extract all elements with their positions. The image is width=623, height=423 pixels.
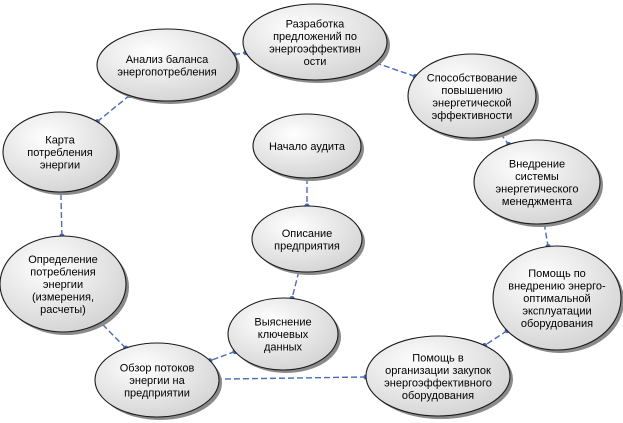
- edge-line: [543, 223, 549, 247]
- node-ellipse: [407, 53, 537, 139]
- node-label-line: менеджмента: [502, 196, 573, 208]
- node-label-line: Определение: [28, 254, 98, 266]
- edge-line: [100, 322, 127, 349]
- node-label-line: энергетического: [496, 183, 579, 195]
- node-label-line: системы: [515, 171, 559, 183]
- node-label-line: организации закупок: [385, 365, 491, 377]
- node-management: Внедрениесистемыэнергетическогоменеджмен…: [473, 139, 603, 227]
- node-ellipse: [94, 342, 220, 418]
- edge-line: [218, 376, 367, 380]
- node-ellipse: [365, 335, 511, 417]
- node-label-line: энергоэффективн: [269, 43, 361, 55]
- node-ellipse: [227, 297, 339, 371]
- node-label-line: ости: [304, 56, 327, 68]
- node-ellipse: [473, 139, 601, 225]
- node-label-line: энергии на: [129, 375, 185, 387]
- node-label-line: Карта: [45, 135, 75, 147]
- edge-line: [96, 94, 131, 123]
- node-label-line: Начало аудита: [269, 141, 346, 153]
- edge-help-operation-to-help-purchase: [482, 328, 510, 349]
- node-ellipse: [242, 3, 388, 81]
- node-label-line: оборудования: [521, 318, 593, 330]
- edge-help-purchase-to-flows: [216, 374, 369, 382]
- node-label-line: Анализ баланса: [126, 54, 209, 66]
- node-label-line: Описание: [282, 228, 333, 240]
- node-label-line: энергопотребления: [117, 66, 216, 78]
- node-ellipse: [251, 205, 363, 273]
- node-label-line: энергии: [40, 160, 80, 172]
- node-label-line: эффективности: [432, 110, 513, 122]
- node-label-line: повышению: [441, 85, 502, 97]
- node-label-line: Помощь по: [528, 268, 586, 280]
- edge-line: [60, 191, 63, 237]
- edge-line: [484, 330, 508, 347]
- node-label-line: предложений по: [273, 31, 357, 43]
- node-label-line: предприятии: [124, 388, 190, 400]
- node-label-line: энергоэффективного: [384, 377, 492, 389]
- node-start: Начало аудита: [252, 113, 364, 181]
- node-label-line: внедрению энерго-: [508, 281, 606, 293]
- node-label-line: Обзор потоков: [120, 363, 195, 375]
- node-label-line: ключевых: [258, 329, 309, 341]
- node-ellipse: [492, 245, 622, 351]
- node-label-line: оборудования: [402, 390, 474, 402]
- node-label-line: (измерения,: [32, 292, 94, 304]
- node-label-line: Выяснение: [254, 317, 311, 329]
- node-ellipse: [96, 28, 238, 102]
- node-label-line: данных: [264, 342, 303, 354]
- node-label-line: оптимальной: [523, 293, 590, 305]
- node-label-line: Внедрение: [509, 158, 565, 170]
- node-label-line: расчеты): [40, 304, 86, 316]
- node-ellipse: [252, 113, 362, 179]
- node-label-line: потребления: [30, 267, 96, 279]
- node-label-line: энергии: [43, 279, 83, 291]
- node-ellipse: [2, 111, 118, 193]
- node-label-line: эксплуатации: [522, 306, 591, 318]
- node-ellipse: [0, 235, 127, 333]
- edge-line: [291, 271, 300, 299]
- node-label-line: потребления: [27, 147, 93, 159]
- node-promotion: Способствованиеповышениюэнергетическойэф…: [407, 53, 539, 141]
- node-label-line: Способствование: [427, 72, 518, 84]
- node-determination: Определениепотребленияэнергии(измерения,…: [0, 235, 129, 335]
- edge-determination-to-map: [58, 189, 65, 239]
- node-label-line: Помощь в: [412, 352, 464, 364]
- edge-line: [209, 350, 236, 362]
- node-label-line: энергетической: [432, 97, 511, 109]
- nodes-layer: Анализ балансаэнергопотребленияРазработк…: [0, 3, 623, 420]
- edge-key-data-to-flows: [207, 348, 238, 364]
- edge-map-to-analysis: [94, 92, 133, 125]
- node-label-line: Разработка: [286, 18, 346, 30]
- node-label-line: предприятия: [274, 240, 340, 252]
- edge-line: [375, 62, 416, 78]
